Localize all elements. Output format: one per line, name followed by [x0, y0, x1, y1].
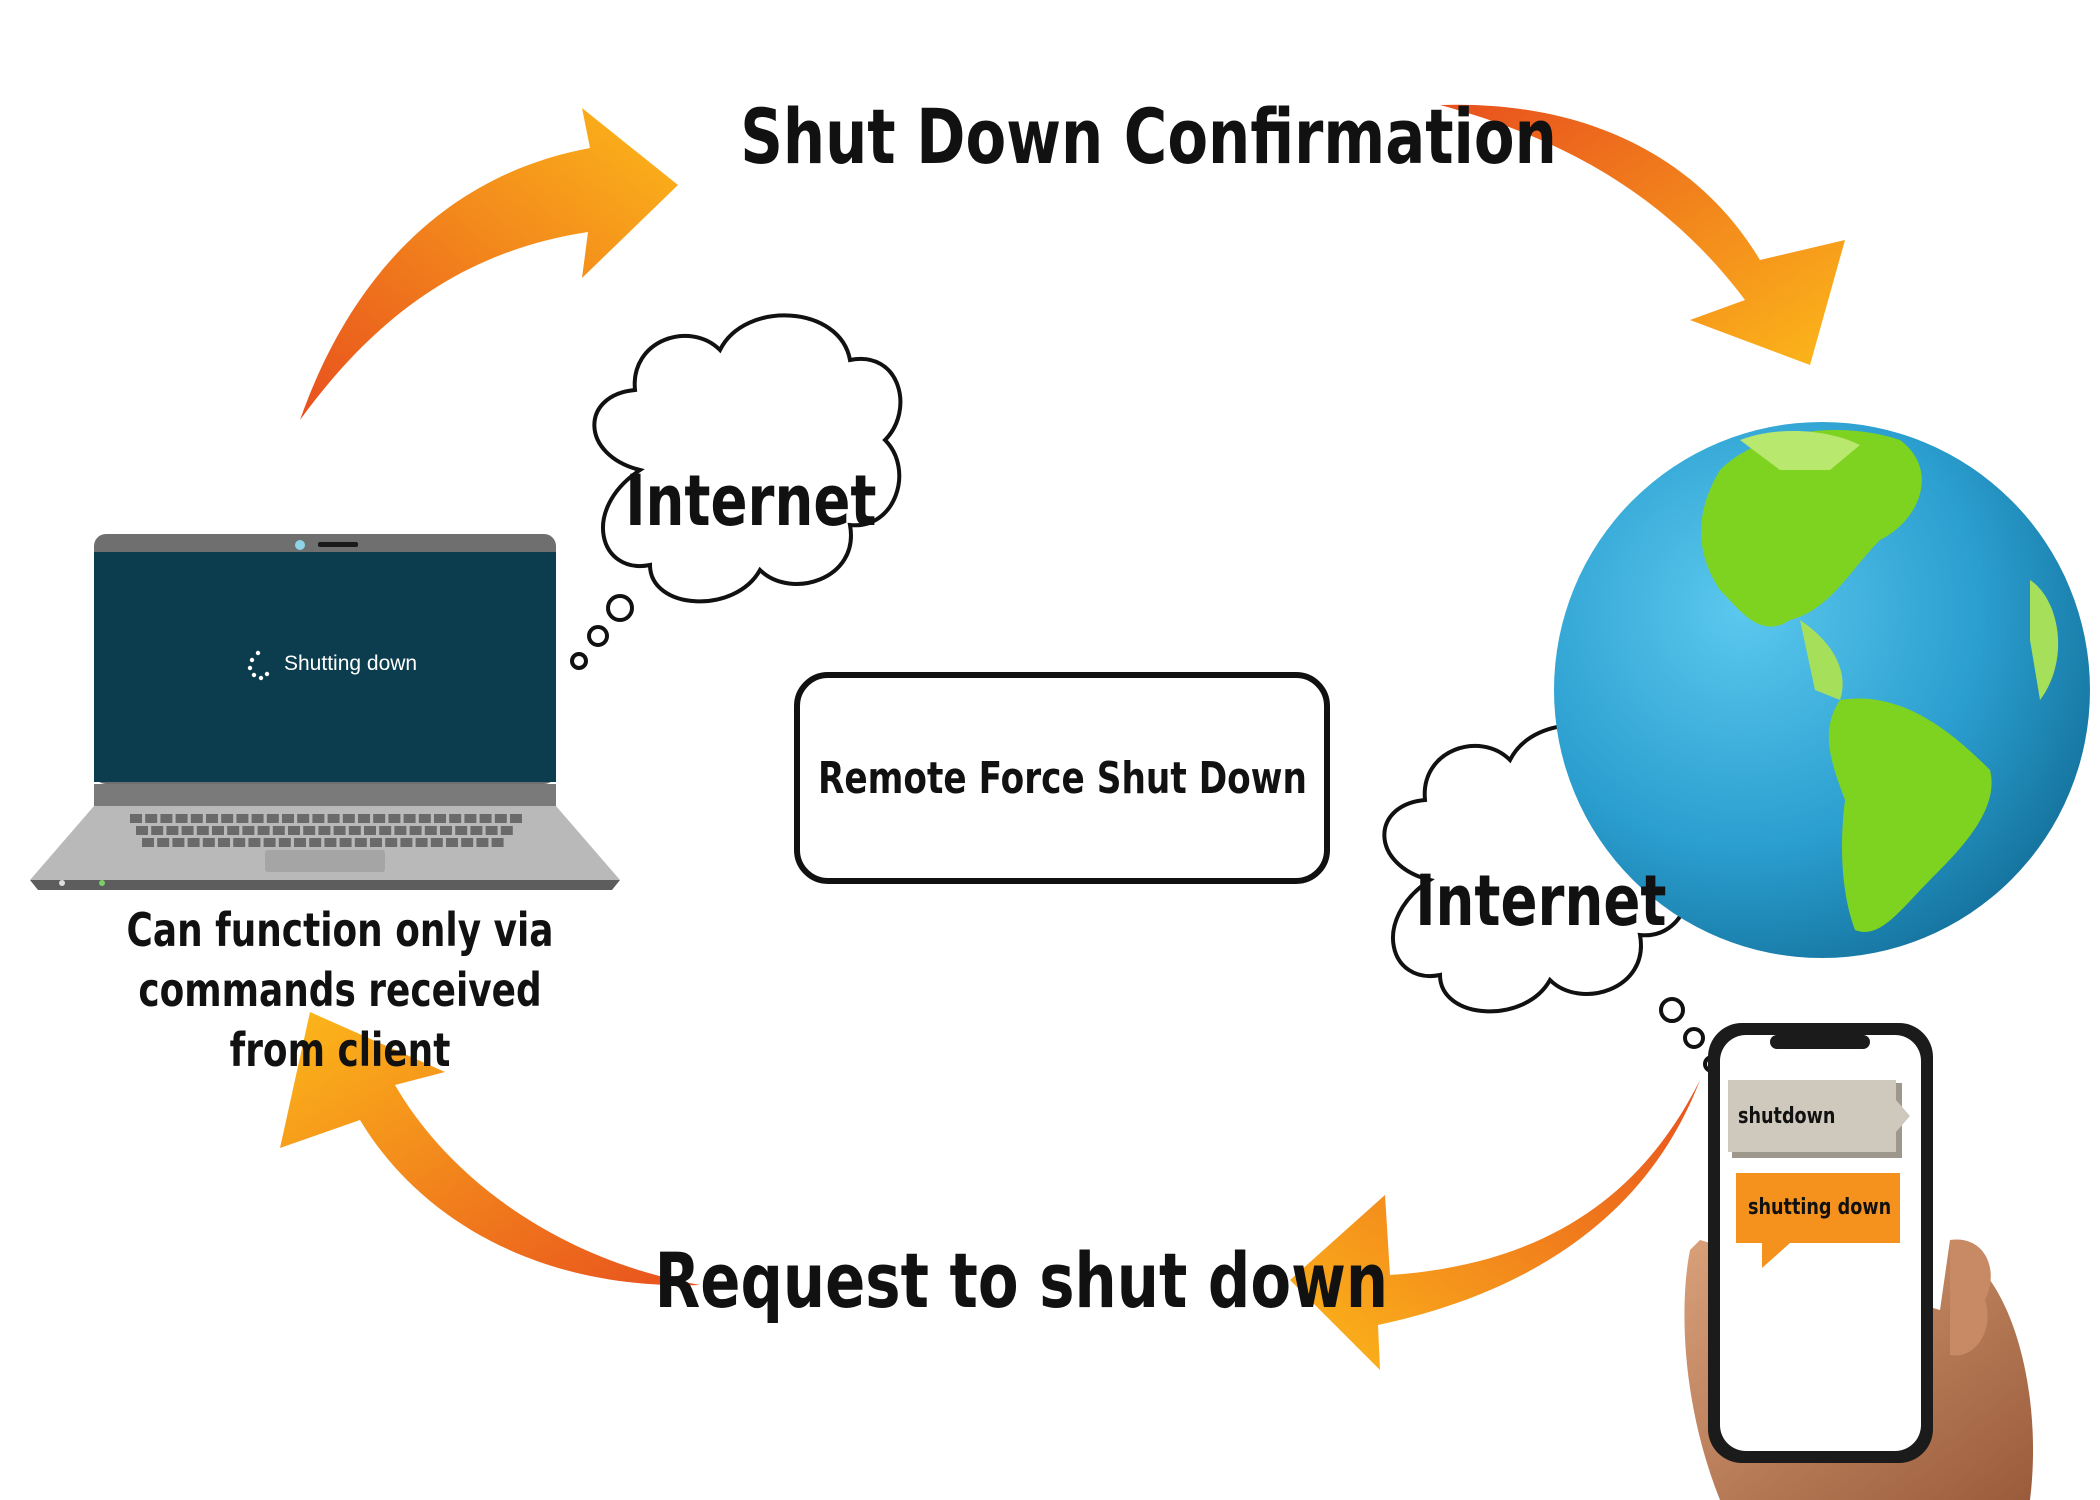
- keyboard-key: [480, 814, 492, 823]
- keyboard-key: [166, 826, 178, 835]
- keyboard-key: [324, 838, 336, 847]
- keyboard-key: [267, 814, 279, 823]
- internet-label-laptop: Internet: [625, 460, 875, 542]
- keyboard-key: [328, 814, 340, 823]
- keyboard-key: [218, 838, 230, 847]
- keyboard-key: [130, 814, 142, 823]
- keyboard-key: [236, 814, 248, 823]
- keyboard-key: [419, 814, 431, 823]
- keyboard-key: [510, 814, 522, 823]
- keyboard-key: [264, 838, 276, 847]
- remote-force-shut-down-box: Remote Force Shut Down: [794, 672, 1330, 884]
- keyboard-key: [492, 838, 504, 847]
- keyboard-key: [461, 838, 473, 847]
- request-to-shut-down-label: Request to shut down: [655, 1236, 1326, 1325]
- keyboard-key: [297, 814, 309, 823]
- keyboard-key: [364, 826, 376, 835]
- keyboard-key: [440, 826, 452, 835]
- keyboard-key: [355, 838, 367, 847]
- keyboard-key: [176, 814, 188, 823]
- keyboard-key: [145, 814, 157, 823]
- keyboard-key: [379, 826, 391, 835]
- keyboard-key: [242, 826, 254, 835]
- keyboard-key: [151, 826, 163, 835]
- keyboard-key: [203, 838, 215, 847]
- keyboard-key: [334, 826, 346, 835]
- keyboard-key: [160, 814, 172, 823]
- keyboard-key: [394, 826, 406, 835]
- keyboard-key: [248, 838, 260, 847]
- keyboard-key: [282, 814, 294, 823]
- keyboard-key: [343, 814, 355, 823]
- laptop-screen-status: Shutting down: [284, 652, 417, 676]
- keyboard-key: [206, 814, 218, 823]
- keyboard-key: [252, 814, 264, 823]
- keyboard-key: [172, 838, 184, 847]
- keyboard-key: [258, 826, 270, 835]
- arrow-phone-to-request: [1290, 1080, 1700, 1370]
- keyboard-key: [370, 838, 382, 847]
- arrow-laptop-to-confirmation: [300, 108, 678, 420]
- laptop-caption: Can function only via commands received …: [90, 900, 589, 1080]
- remote-force-shut-down-label: Remote Force Shut Down: [818, 753, 1307, 804]
- keyboard-key: [476, 838, 488, 847]
- keyboard-key: [221, 814, 233, 823]
- keyboard-key: [279, 838, 291, 847]
- keyboard-key: [416, 838, 428, 847]
- keyboard-key: [446, 838, 458, 847]
- keyboard-key: [157, 838, 169, 847]
- keyboard-key: [431, 838, 443, 847]
- keyboard-key: [358, 814, 370, 823]
- keyboard-key: [318, 826, 330, 835]
- keyboard-key: [434, 814, 446, 823]
- keyboard-key: [470, 826, 482, 835]
- keyboard-key: [136, 826, 148, 835]
- keyboard-key: [142, 838, 154, 847]
- keyboard-key: [349, 826, 361, 835]
- internet-label-phone: Internet: [1415, 860, 1665, 942]
- keyboard-key: [294, 838, 306, 847]
- keyboard-key: [288, 826, 300, 835]
- keyboard-key: [233, 838, 245, 847]
- shut-down-confirmation-label: Shut Down Confirmation: [740, 92, 1380, 181]
- laptop-illustration: [30, 534, 620, 890]
- keyboard-key: [400, 838, 412, 847]
- keyboard-key: [188, 838, 200, 847]
- keyboard-key: [388, 814, 400, 823]
- keyboard-key: [197, 826, 209, 835]
- keyboard-key: [303, 826, 315, 835]
- message-sent-text: shutting down: [1748, 1195, 1891, 1220]
- keyboard-key: [425, 826, 437, 835]
- keyboard-key: [385, 838, 397, 847]
- message-received-text: shutdown: [1738, 1104, 1835, 1129]
- keyboard-key: [182, 826, 194, 835]
- keyboard-key: [464, 814, 476, 823]
- keyboard-key: [404, 814, 416, 823]
- keyboard-key: [309, 838, 321, 847]
- keyboard-key: [212, 826, 224, 835]
- keyboard-key: [312, 814, 324, 823]
- keyboard-key: [373, 814, 385, 823]
- keyboard-key: [455, 826, 467, 835]
- keyboard-key: [273, 826, 285, 835]
- keyboard-key: [495, 814, 507, 823]
- keyboard-key: [486, 826, 498, 835]
- keyboard-key: [501, 826, 513, 835]
- keyboard-key: [410, 826, 422, 835]
- keyboard-key: [340, 838, 352, 847]
- keyboard-key: [191, 814, 203, 823]
- keyboard-key: [449, 814, 461, 823]
- keyboard-key: [227, 826, 239, 835]
